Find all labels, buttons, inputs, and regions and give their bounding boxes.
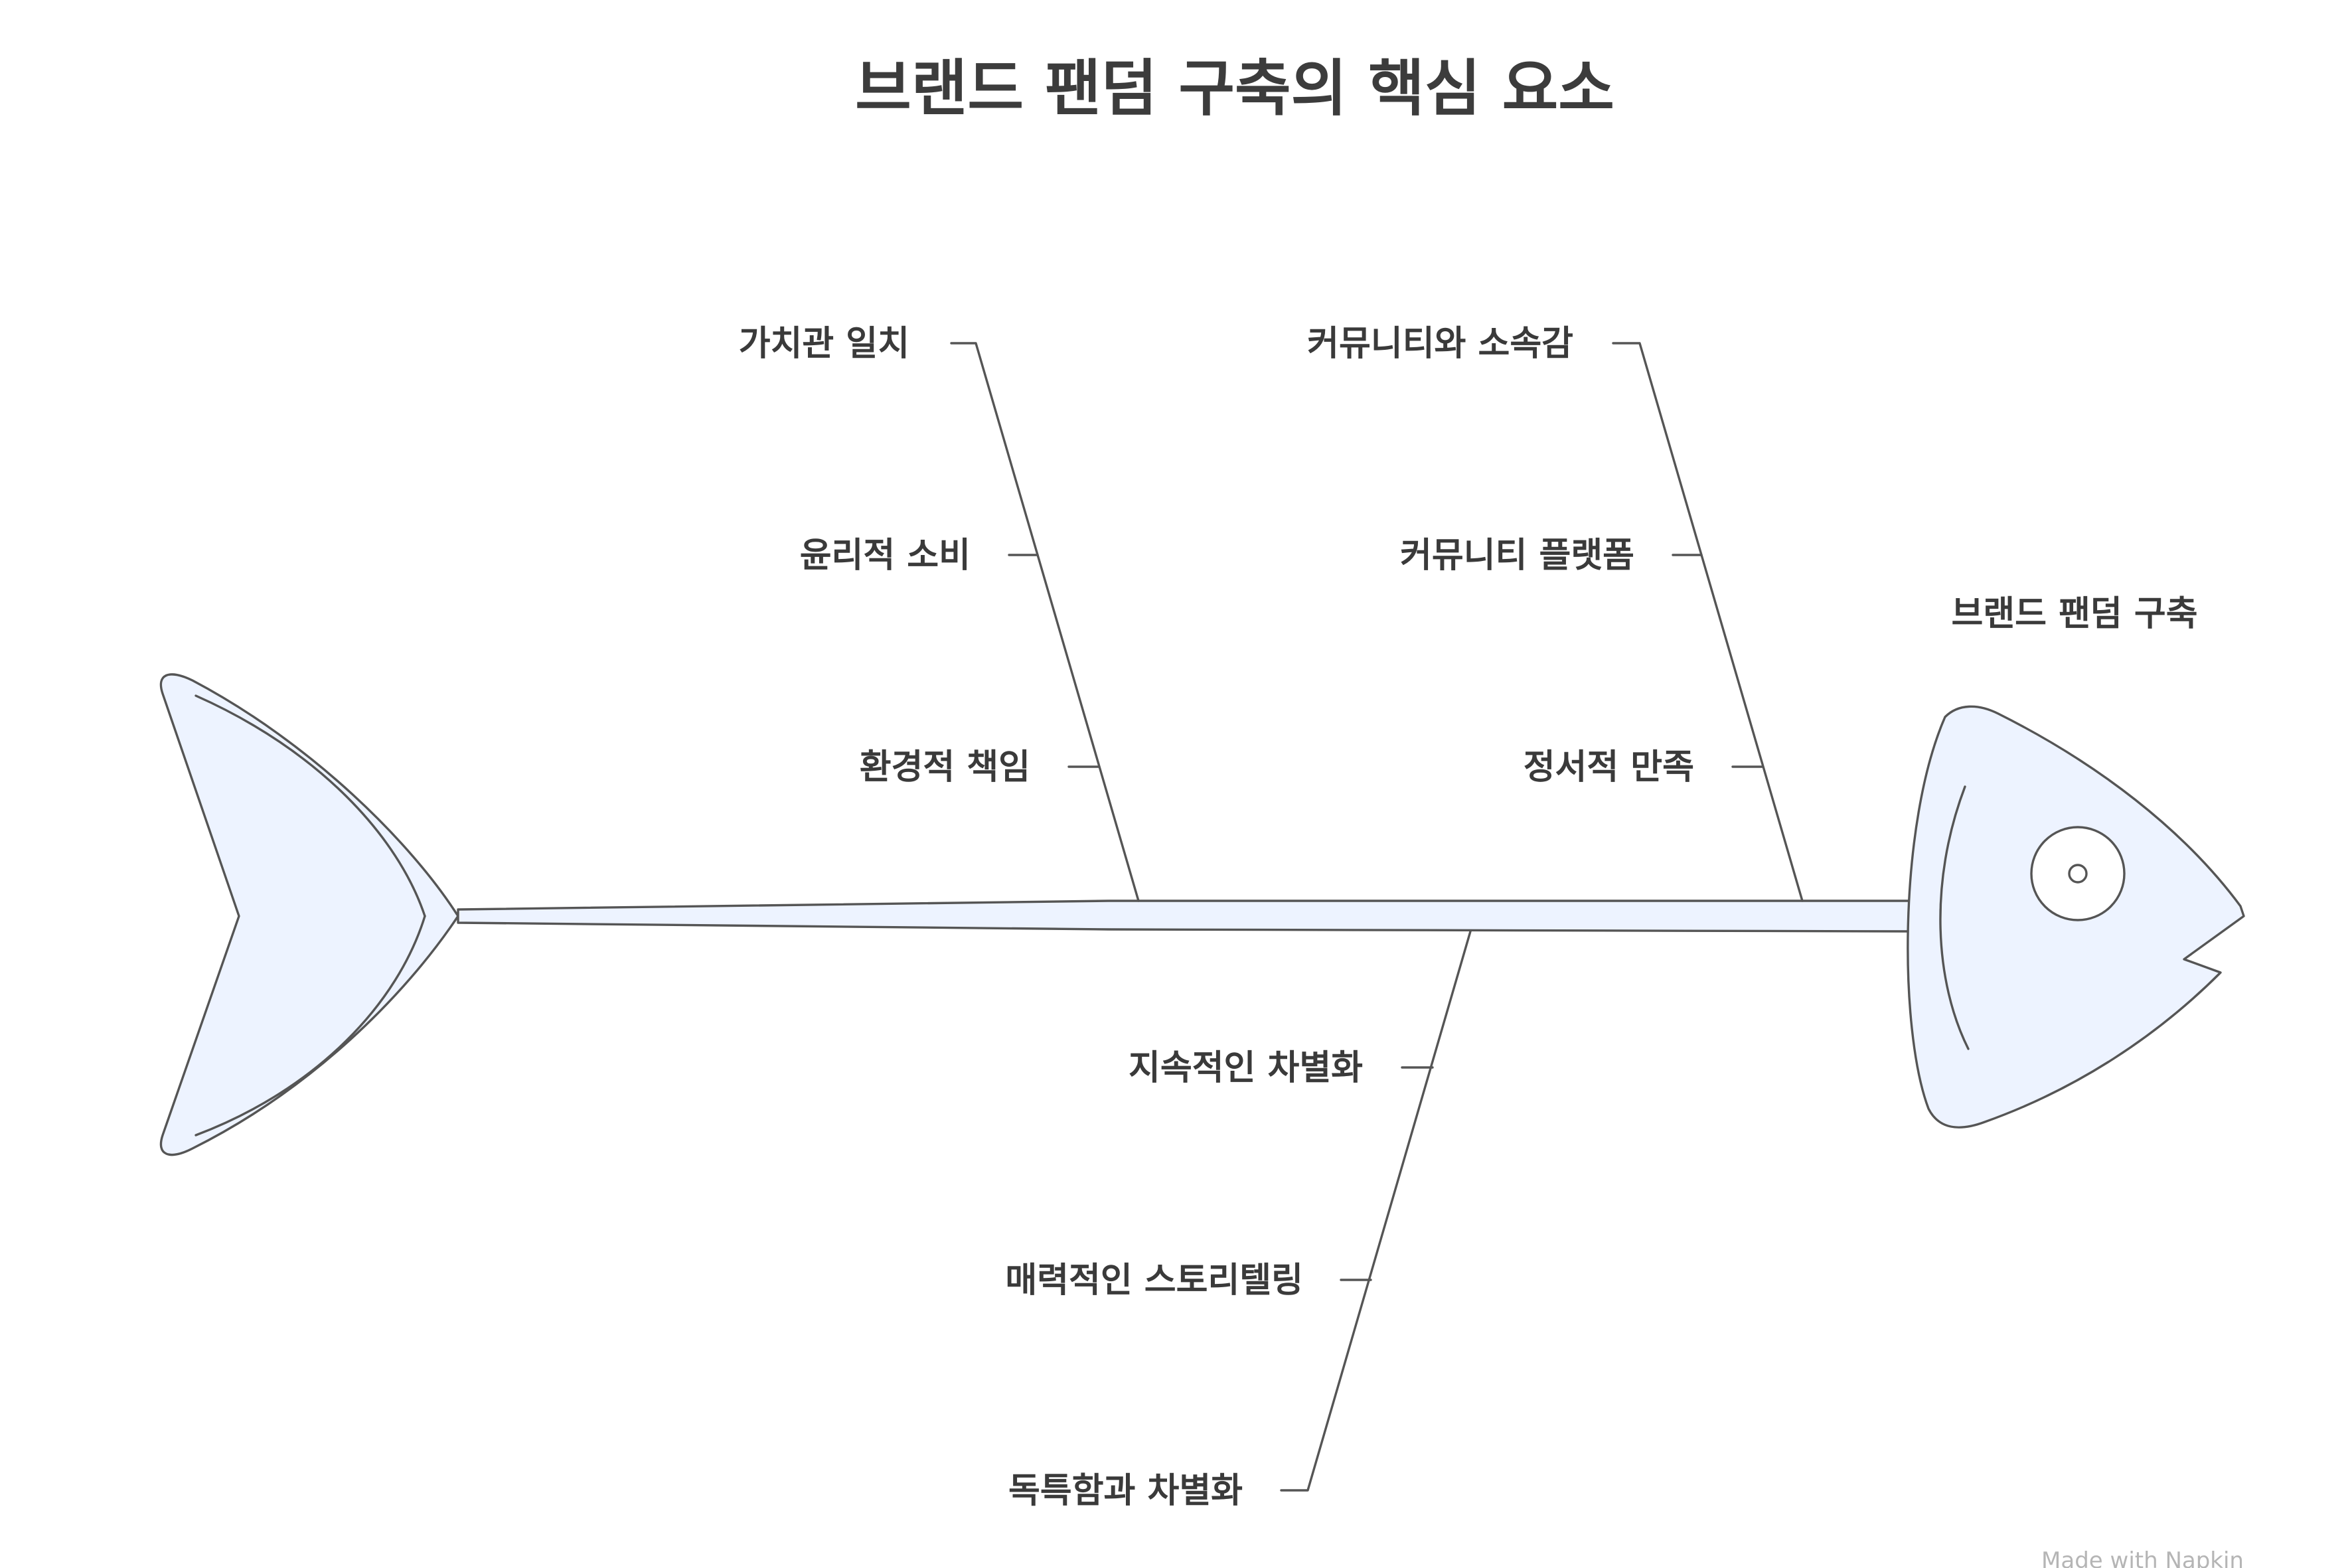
cause-label: 커뮤니티와 소속감 [1307,324,1573,364]
fish-tail [159,673,459,1156]
cause-label: 가치관 일치 [739,324,909,364]
bone-community: 커뮤니티와 소속감 커뮤니티 플랫폼 정서적 만족 [1307,324,1804,902]
watermark: Made with Napkin [2041,1547,2244,1568]
cause-label: 윤리적 소비 [800,536,971,576]
bone-values: 가치관 일치 윤리적 소비 환경적 책임 [739,324,1140,902]
cause-label: 환경적 책임 [860,747,1030,787]
fish-head [1907,705,2245,1129]
effect-label: 브랜드 팬덤 구축 [1951,594,2197,634]
diagram-title: 브랜드 팬덤 구축의 핵심 요소 [855,53,1614,124]
cause-label: 독특함과 차별화 [1008,1471,1243,1511]
fish-pupil [2068,864,2088,884]
bone-differentiation: 지속적인 차별화 매력적인 스토리텔링 독특함과 차별화 [1005,930,1472,1511]
cause-label: 지속적인 차별화 [1129,1048,1363,1088]
cause-label: 커뮤니티 플랫폼 [1400,536,1634,576]
fish-spine [457,900,1913,933]
cause-label: 정서적 만족 [1524,747,1694,787]
cause-label: 매력적인 스토리텔링 [1005,1261,1303,1300]
